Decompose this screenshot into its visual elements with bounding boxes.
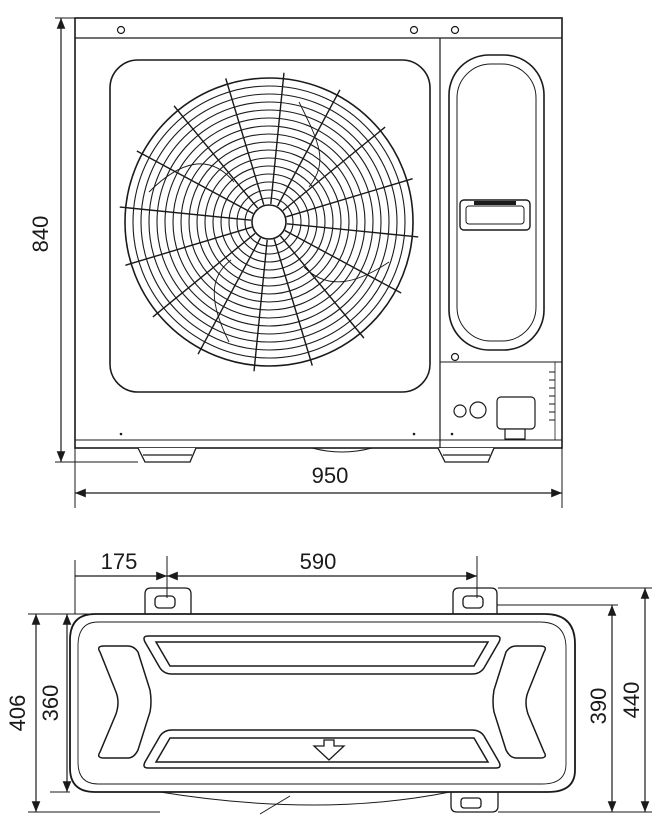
height-dimension: 840	[28, 17, 138, 463]
width-dimension: 950	[74, 448, 563, 508]
depth-390-label: 390	[586, 688, 611, 725]
top-view: 175 590 406 360 390 440	[5, 549, 652, 815]
fan-guard	[119, 72, 419, 372]
mounting-feet-front	[137, 447, 495, 463]
casing-screws	[116, 25, 460, 362]
left-depth-dimensions: 406 360	[5, 613, 160, 813]
width-label: 950	[312, 463, 349, 488]
right-depth-dimensions: 390 440	[497, 587, 652, 813]
foot-spacing-dimensions: 175 590	[74, 549, 478, 614]
foot-spacing-label: 590	[300, 549, 337, 574]
airflow-arrow-icon	[312, 739, 346, 761]
fan-hub	[251, 204, 287, 240]
height-label: 840	[28, 216, 53, 253]
depth-360-label: 360	[38, 685, 63, 722]
depth-406-label: 406	[5, 695, 30, 732]
mounting-feet-rear	[144, 587, 499, 813]
front-view: 840 950	[28, 17, 563, 508]
depth-440-label: 440	[619, 682, 644, 719]
offset-label: 175	[101, 549, 138, 574]
connection-ports	[453, 396, 536, 440]
top-cover-ribs	[97, 635, 547, 769]
panel-handle	[459, 199, 531, 231]
